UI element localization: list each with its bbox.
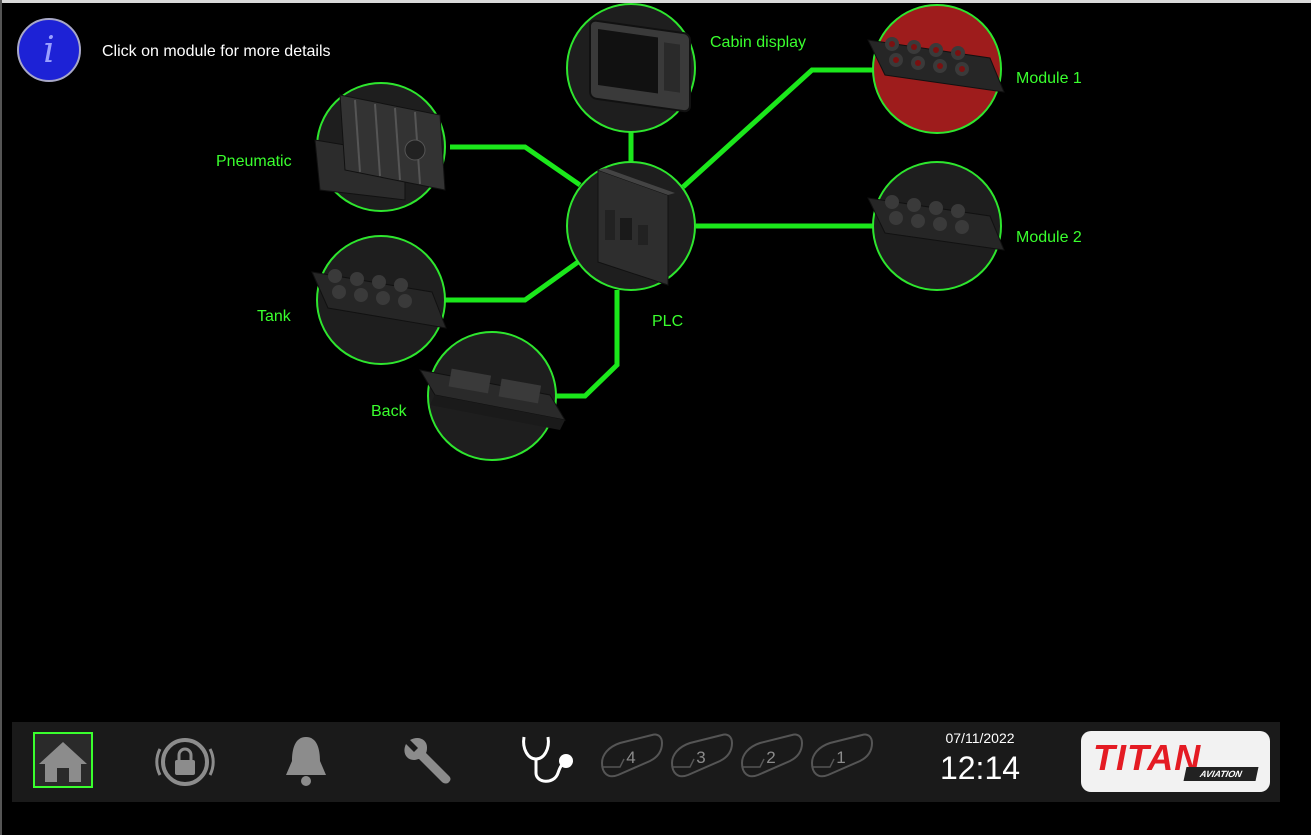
module-pneumatic[interactable] <box>314 82 446 212</box>
info-button[interactable]: i <box>17 18 81 82</box>
date-display: 07/11/2022 <box>945 730 1015 746</box>
module-cabin-display[interactable] <box>566 3 696 133</box>
label-module-2: Module 2 <box>1016 229 1082 246</box>
logo-sub-text: AVIATION <box>1183 767 1259 781</box>
module-back[interactable] <box>418 331 567 461</box>
time-display: 12:14 <box>939 750 1021 786</box>
door-number: 1 <box>836 748 845 767</box>
module-tank[interactable] <box>311 235 447 365</box>
link-pneumatic <box>450 144 582 188</box>
window-left-border <box>0 0 2 835</box>
label-module-1: Module 1 <box>1016 70 1082 87</box>
logo-main-text: TITAN <box>1093 737 1202 778</box>
door-number: 3 <box>696 748 705 767</box>
info-icon: i <box>43 29 55 71</box>
door-2-button[interactable]: 2 <box>738 733 804 783</box>
door-number: 4 <box>626 748 635 767</box>
door-1-button[interactable]: 1 <box>808 733 874 783</box>
terminal-board-image <box>418 368 567 430</box>
io-module-image <box>311 269 447 329</box>
label-tank: Tank <box>257 308 292 325</box>
label-plc: PLC <box>652 313 683 330</box>
network-diagram: Cabin display Module 1 Module 2 <box>216 3 1082 461</box>
link-tank <box>445 259 580 303</box>
plc-device-image <box>597 168 675 286</box>
label-cabin-display: Cabin display <box>710 34 806 51</box>
module-plc[interactable] <box>566 161 696 291</box>
link-back <box>555 290 620 399</box>
io-module-image <box>867 37 1005 93</box>
display-device-image <box>589 19 691 113</box>
info-hint-text: Click on module for more details <box>102 43 331 60</box>
door-4-button[interactable]: 4 <box>598 733 664 783</box>
bell-icon[interactable] <box>283 733 329 789</box>
module-2[interactable] <box>867 161 1005 291</box>
valve-block-image <box>314 94 446 201</box>
door-number: 2 <box>766 748 775 767</box>
stethoscope-icon[interactable] <box>520 733 578 789</box>
label-pneumatic: Pneumatic <box>216 153 292 170</box>
titan-aviation-logo: TITAN AVIATION <box>1081 731 1270 792</box>
connection-lines <box>445 67 875 399</box>
module-1[interactable] <box>867 4 1005 134</box>
io-module-image <box>867 195 1005 251</box>
window-top-border <box>0 0 1311 3</box>
wrench-icon[interactable] <box>400 734 454 788</box>
home-icon <box>39 742 87 782</box>
label-back: Back <box>371 403 408 420</box>
door-3-button[interactable]: 3 <box>668 733 734 783</box>
home-button[interactable] <box>33 732 93 788</box>
lock-icon[interactable] <box>154 737 216 787</box>
link-module1 <box>681 67 875 189</box>
